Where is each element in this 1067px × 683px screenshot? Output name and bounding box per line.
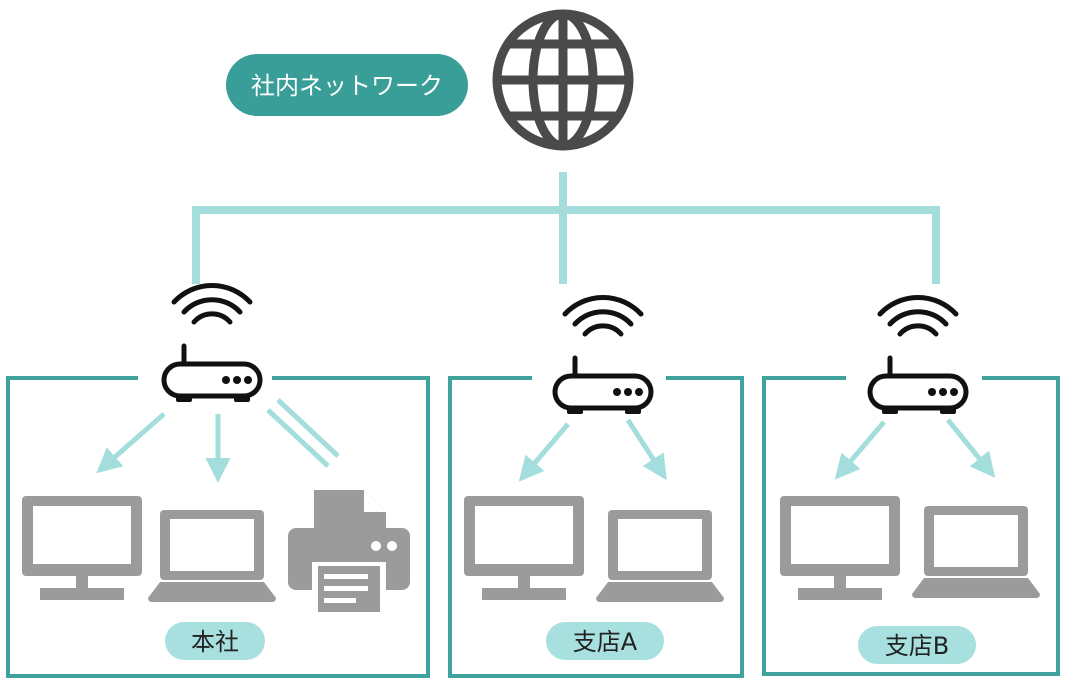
site-label-shiten-a: 支店A (546, 622, 664, 660)
site-frame-honsha (6, 376, 430, 678)
laptop-icon (596, 510, 724, 602)
arrows-shiten-b (834, 418, 996, 480)
arrows-shiten-a (518, 418, 667, 482)
laptop-icon (912, 506, 1040, 598)
laptop-icon (148, 510, 276, 602)
site-label-shiten-b: 支店B (858, 626, 976, 664)
network-connection-lines (192, 172, 940, 284)
wifi-router-icon (870, 297, 966, 414)
site-label-text: 支店A (573, 628, 638, 656)
network-title-badge: 社内ネットワーク (226, 54, 468, 116)
desktop-monitor-icon (780, 496, 900, 600)
desktop-monitor-icon (464, 496, 584, 600)
site-frame-shiten-b (762, 376, 1060, 676)
site-label-honsha: 本社 (165, 622, 265, 660)
site-label-text: 本社 (191, 628, 239, 656)
site-label-text: 支店B (885, 632, 949, 660)
globe-icon (492, 9, 634, 151)
wifi-router-icon (555, 297, 651, 414)
wifi-router-icon (164, 285, 260, 402)
desktop-monitor-icon (22, 496, 142, 600)
arrows-honsha (96, 398, 340, 483)
site-frame-shiten-a (448, 376, 744, 678)
network-title: 社内ネットワーク (251, 72, 443, 100)
printer-icon (288, 490, 410, 614)
